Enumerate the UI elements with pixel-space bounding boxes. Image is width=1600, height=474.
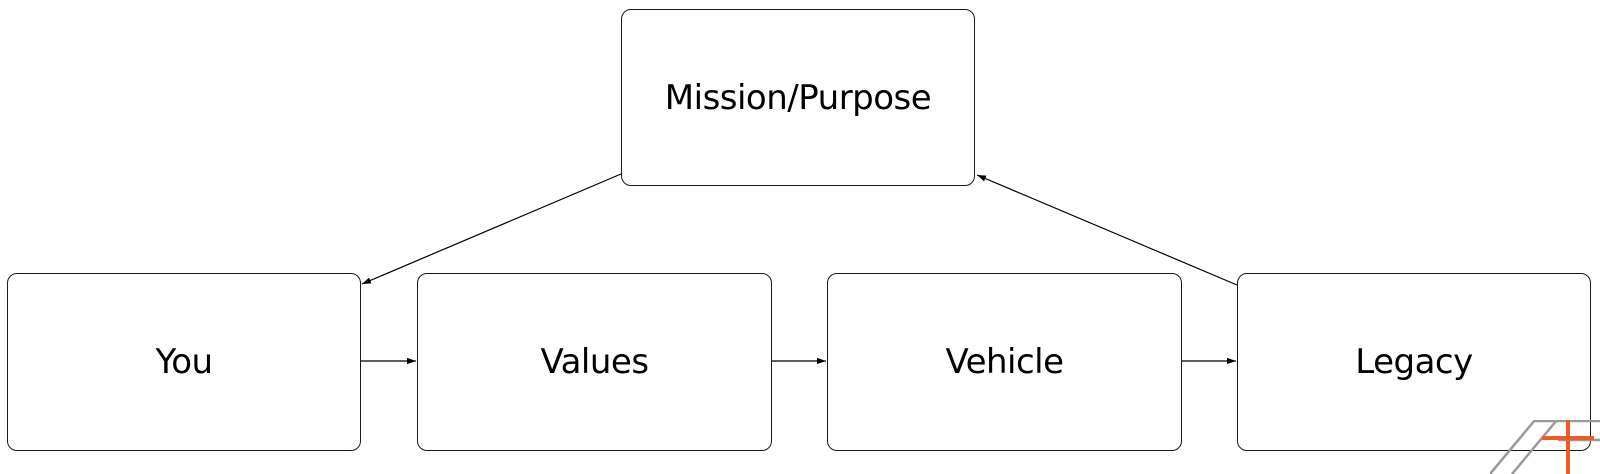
node-vehicle: Vehicle: [827, 273, 1182, 451]
plus-logo-icon: [1490, 420, 1600, 474]
node-label: Values: [540, 342, 649, 382]
node-legacy: Legacy: [1237, 273, 1591, 451]
node-mission-purpose: Mission/Purpose: [621, 9, 975, 186]
node-you: You: [7, 273, 361, 451]
edge-mission-to-you: [361, 173, 622, 285]
node-label: Legacy: [1355, 342, 1473, 382]
node-values: Values: [417, 273, 772, 451]
node-label: Mission/Purpose: [664, 77, 932, 118]
edge-legacy-to-mission: [976, 174, 1238, 286]
node-label: Vehicle: [945, 342, 1064, 382]
node-label: You: [155, 342, 213, 382]
